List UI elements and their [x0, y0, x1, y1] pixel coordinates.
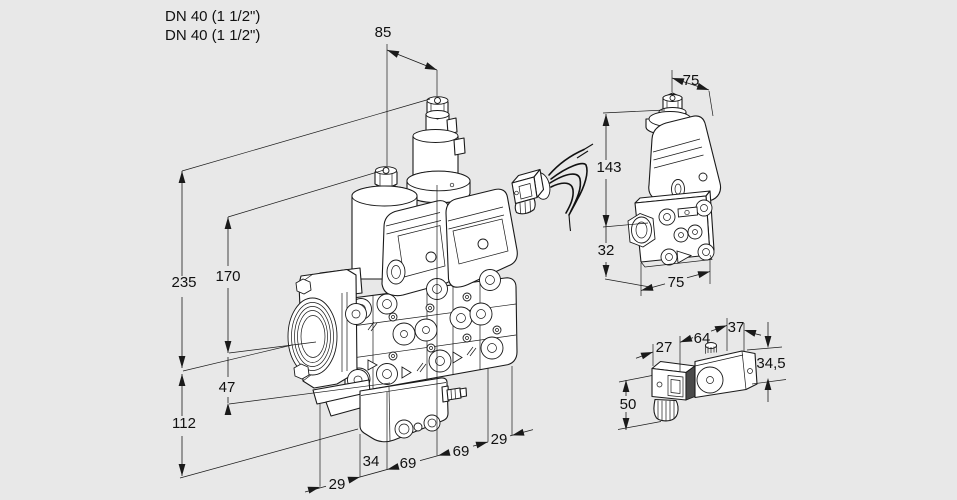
dn-label-1: DN 40 (1 1/2") [165, 8, 260, 25]
cable-connector-drawing [511, 143, 594, 232]
product-labels: DN 40 (1 1/2") DN 40 (1 1/2") [165, 8, 260, 44]
dim-side-143-32: 143 32 [596, 109, 666, 288]
coil-cover-right [445, 188, 518, 288]
dim-85-label: 85 [375, 24, 392, 41]
dim-47-label: 47 [219, 379, 236, 396]
dim-170-47: 170 47 [215, 169, 391, 415]
dim-64-label: 64 [694, 330, 711, 347]
dim-37-label: 37 [728, 319, 745, 336]
right-solenoid-coil [406, 96, 471, 213]
dim-acc-50: 50 [617, 375, 662, 430]
dim-29-left-label: 29 [329, 476, 346, 493]
dim-235-label: 235 [171, 274, 196, 291]
accessory-cable-gland [653, 398, 679, 422]
dim-27-label: 27 [656, 339, 673, 356]
dn-label-2: DN 40 (1 1/2") [165, 27, 260, 44]
manifold-details [347, 269, 504, 391]
dim-170-label: 170 [215, 268, 240, 285]
side-view-drawing [627, 92, 722, 268]
side-view-valve-body [627, 190, 715, 268]
dim-acc-34-5: 34,5 [746, 322, 787, 402]
dim-75-bottom-label: 75 [668, 274, 685, 291]
dim-32-label: 32 [598, 242, 615, 259]
dim-112-label: 112 [172, 415, 196, 432]
main-assembly-drawing [287, 96, 518, 443]
dim-29-right-label: 29 [491, 431, 508, 448]
hatch-marks [367, 321, 477, 373]
dim-235-112: 235 112 [171, 98, 431, 479]
dim-75-top-label: 75 [683, 72, 700, 89]
dim-side-75-top: 75 [671, 70, 714, 117]
dim-side-75-bottom: 75 [640, 258, 711, 296]
dim-143-label: 143 [596, 159, 621, 176]
dim-69-a-label: 69 [400, 455, 417, 472]
accessory-coil-box [651, 360, 696, 401]
bottom-actuator-box [359, 377, 468, 443]
accessory-drawing [651, 342, 758, 422]
dim-34-5-label: 34,5 [756, 355, 785, 372]
dim-50-label: 50 [620, 396, 637, 413]
din-plug-body [511, 168, 551, 215]
dim-69-b-label: 69 [453, 443, 470, 460]
dim-85: 85 [375, 24, 438, 71]
dimension-annotations: 85 235 112 [171, 24, 787, 494]
dim-34-label: 34 [363, 453, 380, 470]
dim-bottom-chain: 29 34 69 69 29 [304, 366, 534, 494]
dim-acc-27-64-37: 27 64 37 [635, 318, 762, 371]
accessory-valve-body [694, 342, 758, 399]
